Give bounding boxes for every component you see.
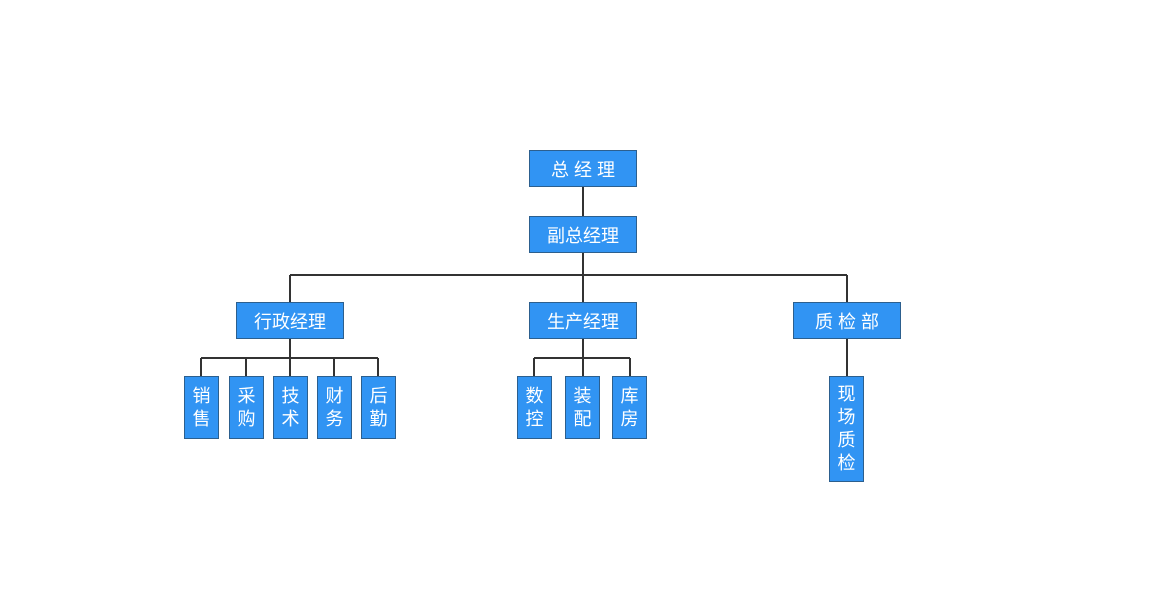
node-dept-sales: 销售 <box>184 376 219 439</box>
node-dept-onsite-qc: 现场质检 <box>829 376 864 482</box>
node-dept-purchasing: 采购 <box>229 376 264 439</box>
node-quality-dept: 质检部 <box>793 302 901 339</box>
node-dept-cnc: 数控 <box>517 376 552 439</box>
node-admin-manager: 行政经理 <box>236 302 344 339</box>
node-general-manager: 总经理 <box>529 150 637 187</box>
node-dept-warehouse: 库房 <box>612 376 647 439</box>
node-deputy-general-manager: 副总经理 <box>529 216 637 253</box>
node-dept-logistics: 后勤 <box>361 376 396 439</box>
node-dept-finance: 财务 <box>317 376 352 439</box>
node-dept-assembly: 装配 <box>565 376 600 439</box>
node-dept-technology: 技术 <box>273 376 308 439</box>
node-production-manager: 生产经理 <box>529 302 637 339</box>
